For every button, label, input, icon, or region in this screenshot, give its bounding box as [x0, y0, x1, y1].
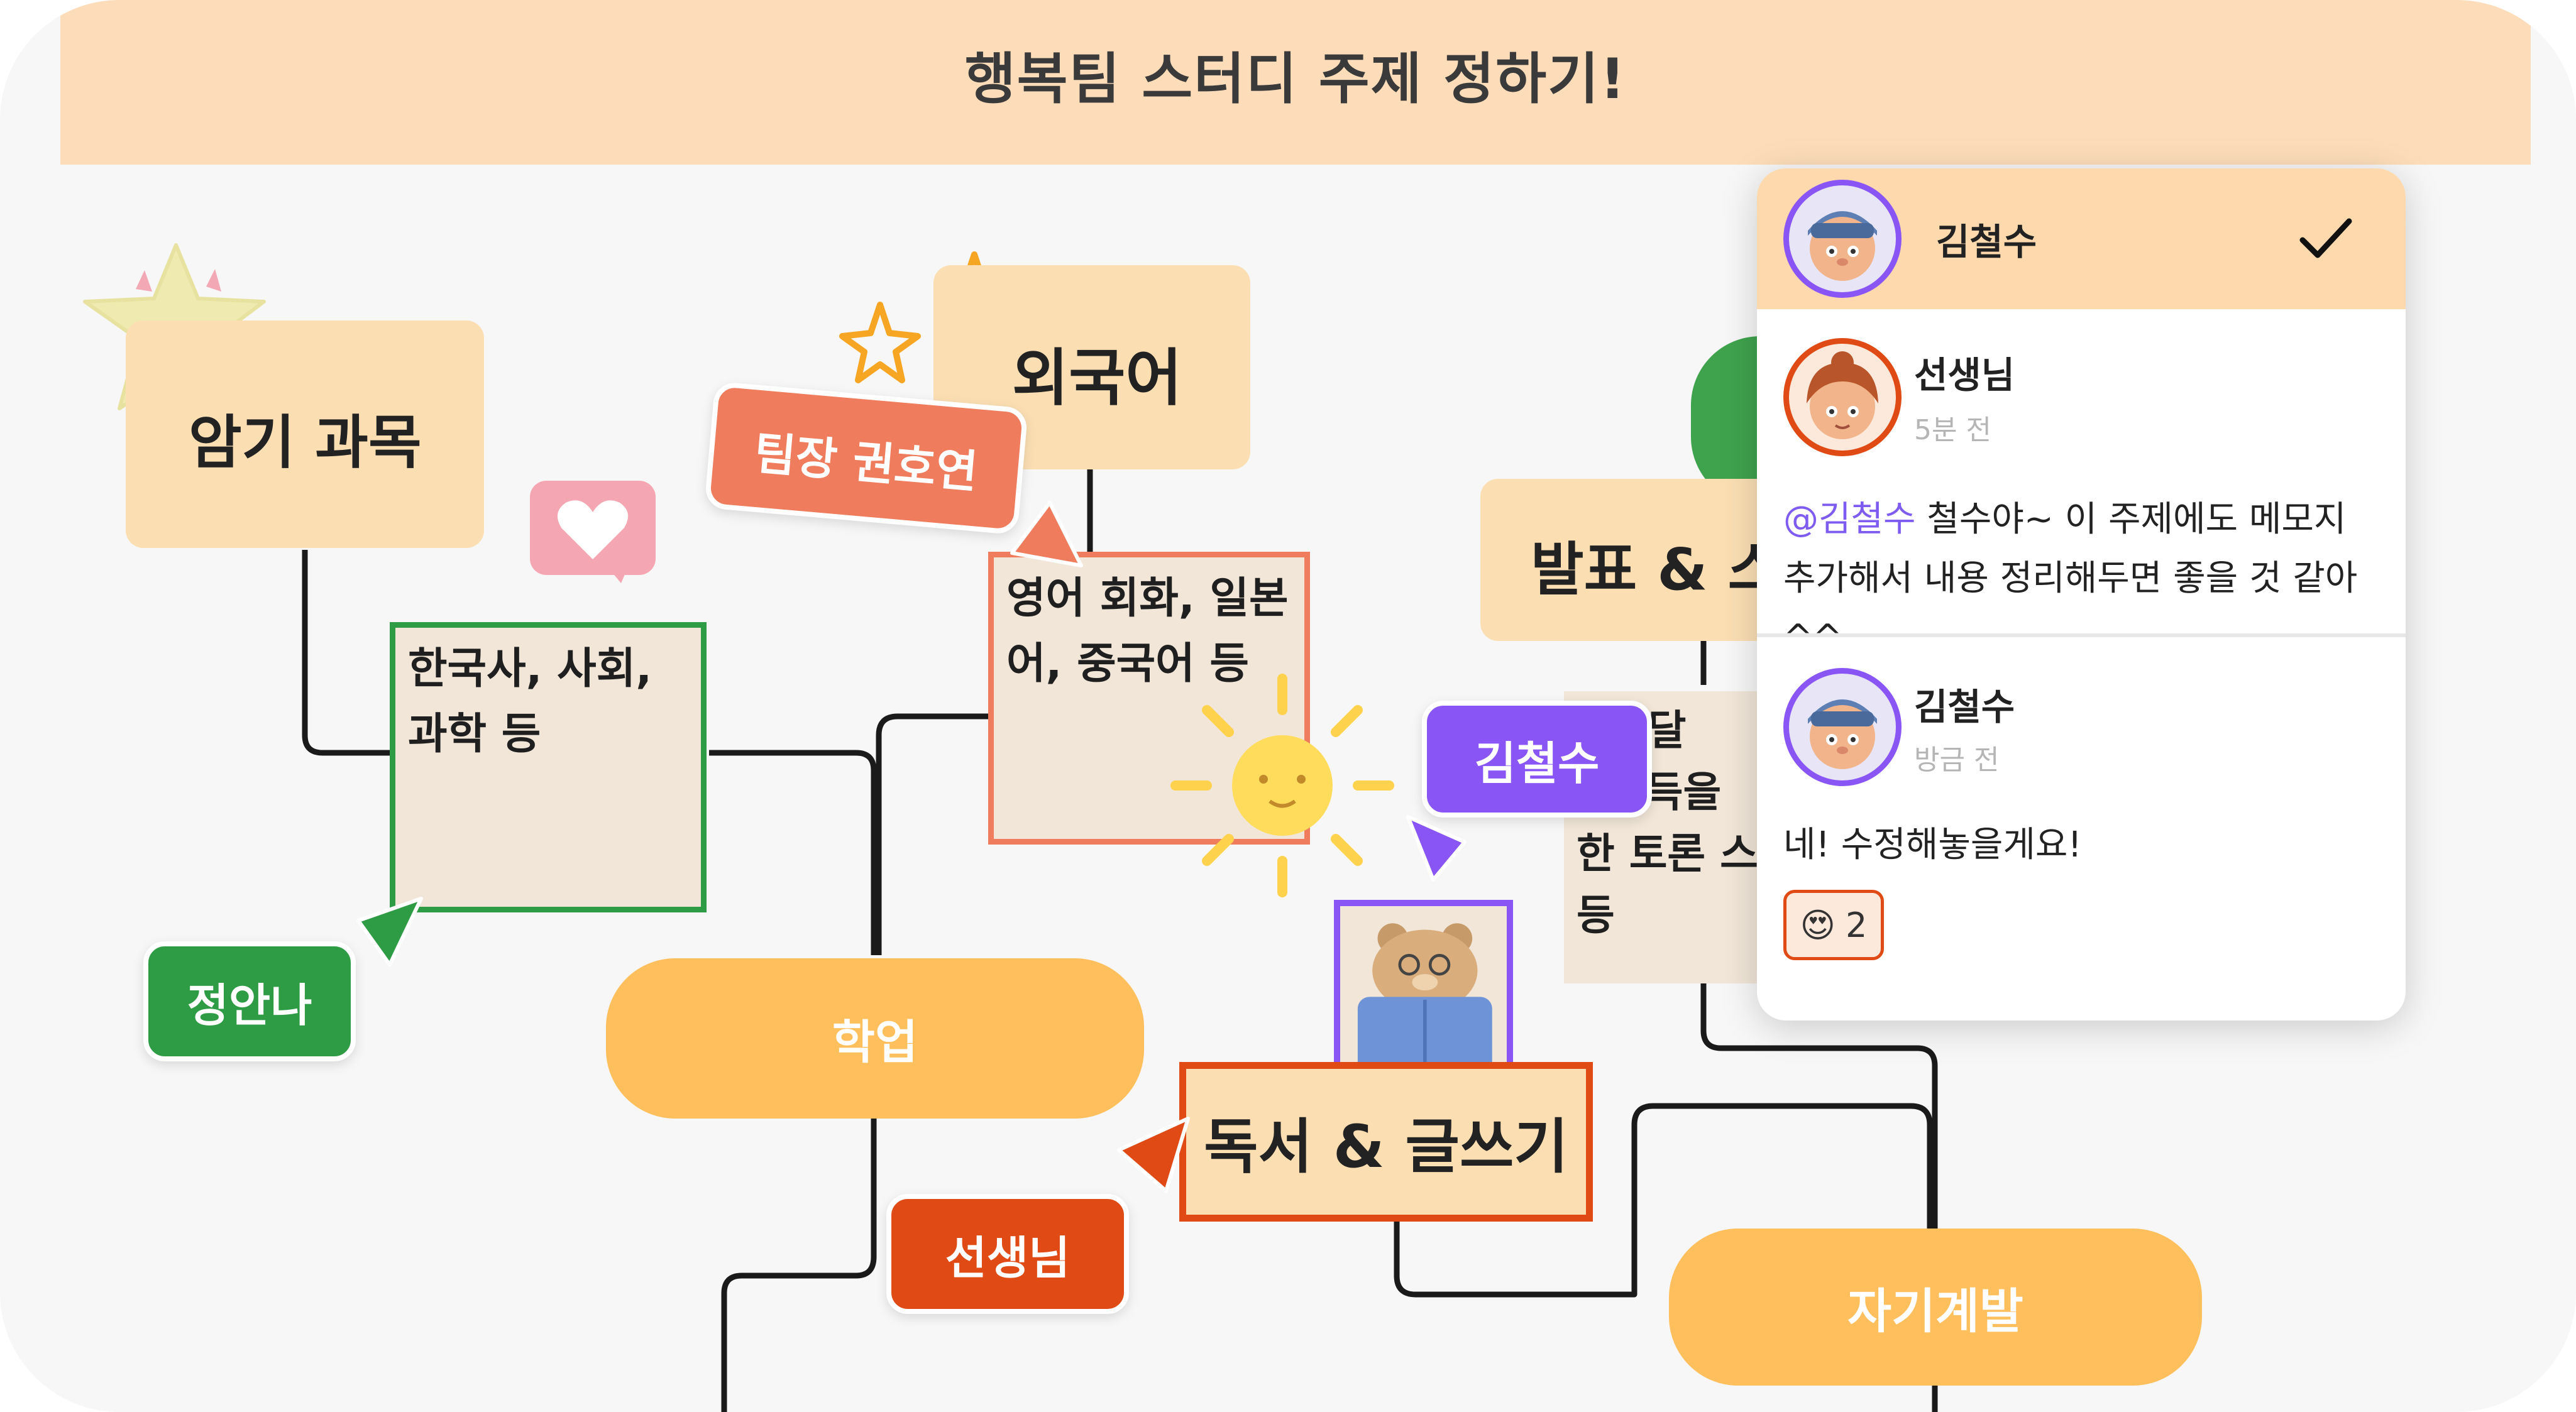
comment-thread-header: 김철수	[1757, 168, 2406, 309]
connector-study-down	[721, 1119, 877, 1412]
cursor-label-kim: 김철수	[1422, 701, 1652, 818]
note-presentation-label: 발표 & 스	[1531, 536, 1781, 603]
avatar	[1783, 338, 1902, 456]
comment-mention[interactable]: @김철수	[1783, 499, 1916, 540]
cursor-label-teacher: 선생님	[886, 1194, 1129, 1314]
cursor-label-jung: 정안나	[143, 941, 356, 1061]
note-presentation[interactable]: 발표 & 스	[1480, 479, 1795, 641]
connector-study-foreign	[876, 713, 993, 955]
comment-author: 선생님	[1914, 354, 2015, 397]
note-memorize[interactable]: 암기 과목	[126, 320, 484, 548]
page-title: 행복팀 스터디 주제 정하기!	[964, 47, 1627, 111]
cursor-pointer-kim-icon	[1406, 815, 1467, 882]
note-foreign-label: 외국어	[1012, 342, 1182, 414]
comment-time: 방금 전	[1914, 744, 2000, 776]
comment-text: 철수야~ 이 주제에도 메모지 추가해서 내용 정리해두면 좋을 것 같아^^	[1783, 499, 2358, 658]
thread-owner-name: 김철수	[1936, 221, 2037, 263]
reaction-button[interactable]: 😍 2	[1783, 890, 1884, 960]
heart-bubble-icon	[530, 481, 656, 583]
connector-memorize	[302, 550, 397, 756]
comment-time: 5분 전	[1914, 414, 1991, 446]
reaction-count: 2	[1845, 905, 1868, 945]
avatar	[1783, 668, 1902, 786]
cursor-pointer-leader-icon	[1010, 501, 1083, 567]
check-icon[interactable]	[2298, 214, 2354, 264]
cursor-pointer-teacher-icon	[1117, 1117, 1190, 1193]
comment-message: @김철수 철수야~ 이 주제에도 메모지 추가해서 내용 정리해두면 좋을 것 …	[1783, 490, 2387, 667]
bear-reading-sticker[interactable]	[1334, 900, 1513, 1084]
sun-sticker-icon	[1170, 674, 1394, 897]
avatar	[1783, 180, 1902, 298]
heart-eyes-emoji-icon: 😍	[1800, 905, 1836, 945]
comment-panel: 김철수 선생님 5분 전 @김철수 철수야~ 이 주제에도 메모지 추가해서 내…	[1757, 168, 2406, 1021]
connector-study-memorize	[709, 750, 877, 955]
comment-text: 네! 수정해놓을게요!	[1783, 824, 2082, 865]
comment-author: 김철수	[1914, 686, 2015, 728]
comment-divider	[1757, 633, 2406, 637]
pill-self-development[interactable]: 자기계발	[1669, 1229, 2202, 1386]
title-banner: 행복팀 스터디 주제 정하기!	[60, 0, 2531, 165]
pill-study[interactable]: 학업	[606, 958, 1144, 1119]
sticky-memorize-detail[interactable]: 한국사, 사회, 과학 등	[390, 622, 707, 912]
reading-writing-box[interactable]: 독서 & 글쓰기	[1179, 1062, 1593, 1222]
note-memorize-label: 암기 과목	[189, 409, 422, 476]
cursor-pointer-jung-icon	[356, 897, 423, 966]
cursor-label-leader: 팀장 권호연	[704, 381, 1028, 535]
